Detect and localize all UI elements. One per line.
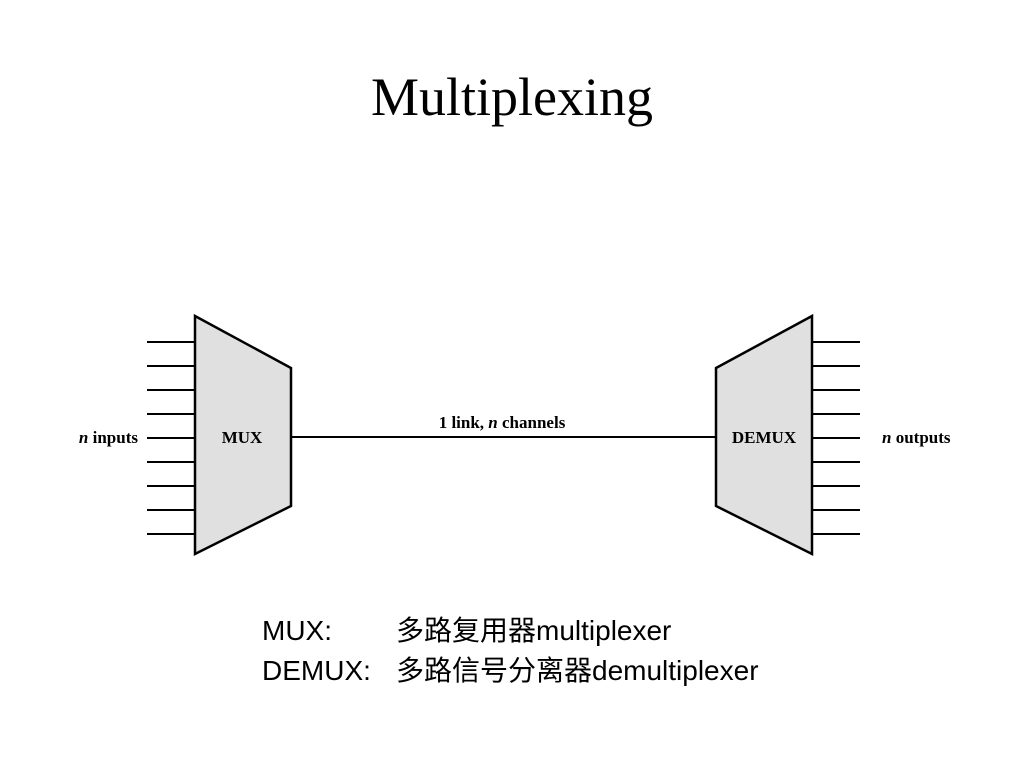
demux-label: DEMUX <box>732 428 797 447</box>
legend-term: MUX: <box>262 615 332 646</box>
slide-title: Multiplexing <box>371 67 653 127</box>
legend-mux: MUX: 多路复用器multiplexer <box>262 612 671 650</box>
output-lines <box>812 341 860 535</box>
mux-label: MUX <box>222 428 263 447</box>
link-label: 1 link, n channels <box>439 413 566 432</box>
inputs-label: n inputs <box>79 428 138 447</box>
legend-demux: DEMUX: 多路信号分离器demultiplexer <box>262 652 759 690</box>
legend-definition: 多路信号分离器demultiplexer <box>396 655 759 686</box>
mux-block <box>193 313 293 557</box>
demux-block <box>714 313 814 557</box>
legend-definition: 多路复用器multiplexer <box>396 615 672 646</box>
outputs-label: n outputs <box>882 428 951 447</box>
legend-term: DEMUX: <box>262 655 371 686</box>
input-lines <box>147 341 195 535</box>
